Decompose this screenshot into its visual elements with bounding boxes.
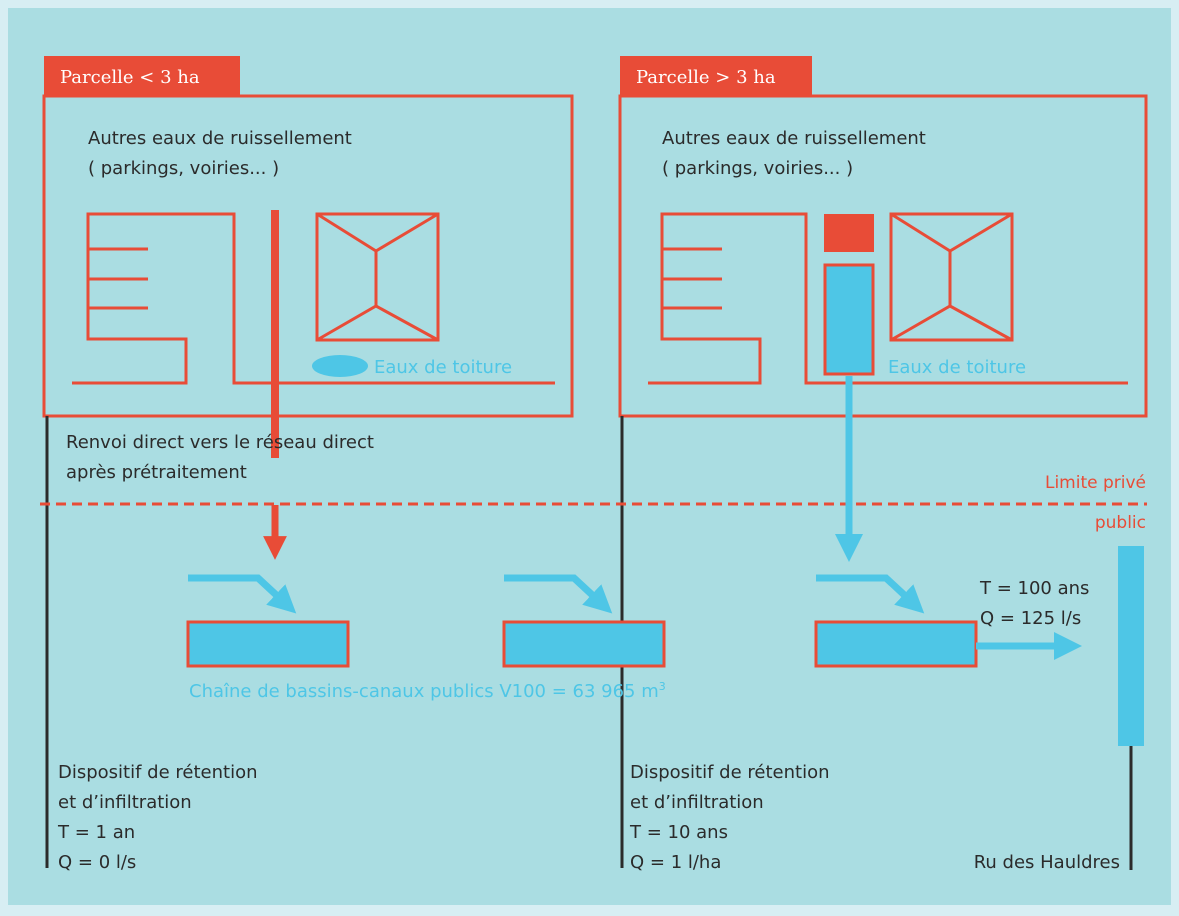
stream-bar xyxy=(1118,546,1144,746)
inflow-arrow-2 xyxy=(504,574,613,614)
basin-3 xyxy=(814,620,978,668)
basin-2 xyxy=(502,620,666,668)
outflow-period-label: T = 100 ans xyxy=(979,578,1089,599)
parcel-frame-left xyxy=(42,94,574,418)
retention-left-line4: Q = 0 l/s xyxy=(58,852,136,873)
runoff-label-right-2: ( parkings, voiries... ) xyxy=(662,158,853,179)
roof-water-label-left: Eaux de toiture xyxy=(374,357,512,378)
pretreatment-unit xyxy=(824,214,874,252)
parking-outline-left xyxy=(72,212,555,385)
retention-mid-line3: T = 10 ans xyxy=(629,822,728,843)
parcel-tag-left xyxy=(44,56,240,96)
runoff-label-right-1: Autres eaux de ruissellement xyxy=(662,128,926,149)
parking-outline-right xyxy=(648,212,1128,385)
retention-mid-line4: Q = 1 l/ha xyxy=(630,852,721,873)
boundary-public-label: public xyxy=(1095,513,1146,533)
retention-left-line2: et d’infiltration xyxy=(58,792,192,813)
direct-label-1: Renvoi direct vers le réseau direct xyxy=(66,432,374,453)
parcel-tag-right xyxy=(620,56,812,96)
roof-water-puddle-left xyxy=(312,355,368,377)
chain-caption-exponent: 3 xyxy=(659,680,666,693)
inflow-arrow-3 xyxy=(816,574,925,614)
retention-left-line1: Dispositif de rétention xyxy=(58,762,258,783)
stream-label: Ru des Hauldres xyxy=(974,852,1120,873)
background-panel xyxy=(8,8,1171,905)
direct-pipe xyxy=(271,210,279,458)
retention-tank-right xyxy=(823,263,875,376)
direct-label-2: après prétraitement xyxy=(66,462,247,483)
outflow-flow-label: Q = 125 l/s xyxy=(980,608,1081,629)
parcel-tag-left-label: Parcelle < 3 ha xyxy=(60,67,200,88)
roof-icon-right xyxy=(889,212,1014,342)
chain-caption: Chaîne de bassins-canaux publics V100 = … xyxy=(189,680,666,702)
boundary-private-label: Limite privé xyxy=(1045,473,1146,493)
runoff-label-left-1: Autres eaux de ruissellement xyxy=(88,128,352,149)
parcel-tag-right-label: Parcelle > 3 ha xyxy=(636,67,776,88)
basin-1 xyxy=(186,620,350,668)
retention-mid-line2: et d’infiltration xyxy=(630,792,764,813)
retention-mid-line1: Dispositif de rétention xyxy=(630,762,830,783)
runoff-label-left-2: ( parkings, voiries... ) xyxy=(88,158,279,179)
inflow-arrow-1 xyxy=(188,574,297,614)
chain-caption-text: Chaîne de bassins-canaux publics V100 = … xyxy=(189,681,659,702)
roof-water-label-right: Eaux de toiture xyxy=(888,357,1026,378)
retention-left-line3: T = 1 an xyxy=(57,822,135,843)
parcel-frame-right xyxy=(618,94,1148,418)
roof-icon-left xyxy=(315,212,440,342)
